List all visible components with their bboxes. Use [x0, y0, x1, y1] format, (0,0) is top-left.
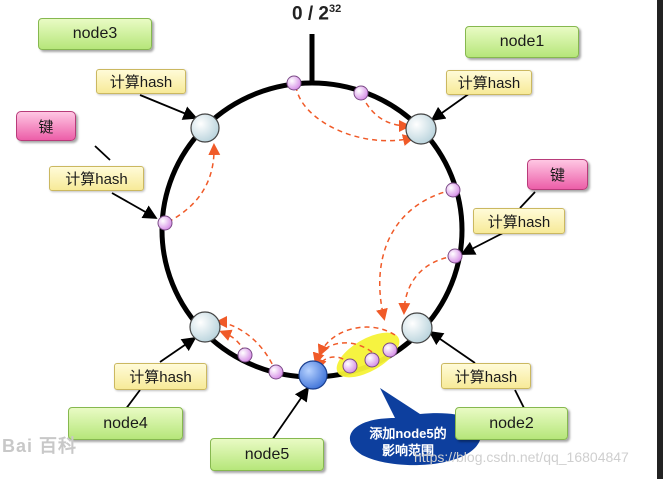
- node3-label: node3: [38, 18, 152, 50]
- ring-node4: [189, 311, 221, 343]
- data-point: [445, 182, 461, 198]
- data-point: [286, 75, 302, 91]
- ring-node3: [190, 113, 220, 143]
- callout-line2: 影响范围: [381, 443, 434, 458]
- data-point: [157, 215, 173, 231]
- watermark-baike: Bai 百科: [2, 436, 78, 456]
- callout-bubble: [349, 388, 482, 466]
- key-box-right: 键: [527, 159, 588, 190]
- ring-range-exponent: 32: [328, 3, 342, 15]
- connector-lines: [94, 92, 536, 441]
- data-point: [268, 364, 284, 380]
- ring-node2: [401, 312, 433, 344]
- data-point: [447, 248, 463, 264]
- data-point: [382, 342, 398, 358]
- ring-node1: [405, 113, 437, 145]
- data-point: [364, 352, 380, 368]
- hash-box-node2: 计算hash: [441, 363, 531, 389]
- data-points: [157, 75, 463, 380]
- window-edge: [657, 0, 663, 479]
- ring-node5: [298, 360, 328, 390]
- server-nodes: [189, 113, 437, 390]
- ring-range-label: 0 / 232: [292, 3, 341, 25]
- node1-label: node1: [465, 26, 579, 58]
- watermark-url: https://blog.csdn.net/qq_16804847: [414, 449, 629, 465]
- key-box-left: 键: [16, 111, 76, 141]
- data-point: [342, 358, 358, 374]
- ring-range-base: 0 / 2: [292, 3, 329, 25]
- callout-line1: 添加node5的: [369, 426, 447, 441]
- hash-box-node4: 计算hash: [114, 363, 207, 390]
- hash-box-node1: 计算hash: [446, 70, 532, 95]
- node4-label: node4: [68, 407, 183, 440]
- hash-box-left-key: 计算hash: [49, 166, 144, 191]
- hash-box-node3: 计算hash: [96, 69, 186, 94]
- node2-label: node2: [455, 407, 568, 440]
- mapping-arrows: [167, 85, 456, 373]
- callout-text: 添加node5的 影响范围: [354, 425, 462, 459]
- hash-box-right-key: 计算hash: [473, 208, 565, 234]
- data-point: [353, 85, 369, 101]
- data-point: [237, 347, 253, 363]
- node5-label: node5: [210, 438, 324, 471]
